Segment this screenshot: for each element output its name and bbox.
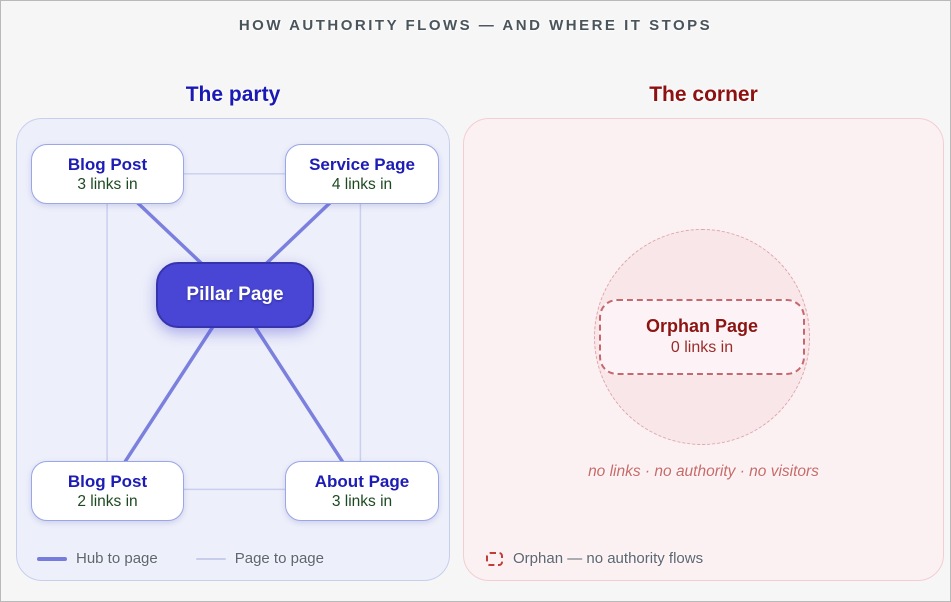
node-links-count: 3 links in xyxy=(331,492,393,510)
party-heading: The party xyxy=(185,83,281,106)
party-panel: Blog Post 3 links in Service Page 4 link… xyxy=(16,118,450,581)
orphan-caption: no links · no authority · no visitors xyxy=(588,463,819,480)
party-legend: Hub to page Page to page xyxy=(37,550,324,567)
page-title: HOW AUTHORITY FLOWS — AND WHERE IT STOPS xyxy=(238,17,713,34)
node-title: Orphan Page xyxy=(645,315,759,336)
node-pillar-page: Pillar Page xyxy=(156,262,314,328)
node-title: Blog Post xyxy=(67,154,148,174)
legend-label: Page to page xyxy=(234,550,324,567)
node-links-count: 0 links in xyxy=(670,339,734,357)
node-orphan-page: Orphan Page 0 links in xyxy=(599,299,805,375)
legend-label: Orphan — no authority flows xyxy=(513,550,704,567)
node-title: Service Page xyxy=(309,154,415,174)
node-blog-post-bottom: Blog Post 2 links in xyxy=(31,461,184,521)
node-title: Blog Post xyxy=(67,471,148,491)
pillar-page-label: Pillar Page xyxy=(186,284,284,305)
orphan-dashed-swatch-icon xyxy=(486,551,503,566)
corner-heading: The corner xyxy=(649,83,758,106)
legend-item-hub-to-page: Hub to page xyxy=(37,550,158,567)
page-line-swatch-icon xyxy=(195,557,226,560)
legend-item-page-to-page: Page to page xyxy=(195,550,324,567)
legend-label: Hub to page xyxy=(76,550,158,567)
node-service-page: Service Page 4 links in xyxy=(285,144,439,204)
node-about-page: About Page 3 links in xyxy=(285,461,439,521)
corner-panel: Orphan Page 0 links in no links · no aut… xyxy=(463,118,944,581)
node-title: About Page xyxy=(314,471,410,491)
node-links-count: 3 links in xyxy=(77,175,138,193)
node-blog-post-top: Blog Post 3 links in xyxy=(31,144,184,204)
hub-line-swatch-icon xyxy=(37,556,67,561)
node-links-count: 4 links in xyxy=(331,175,393,193)
corner-legend: Orphan — no authority flows xyxy=(486,550,703,567)
node-links-count: 2 links in xyxy=(77,492,138,510)
